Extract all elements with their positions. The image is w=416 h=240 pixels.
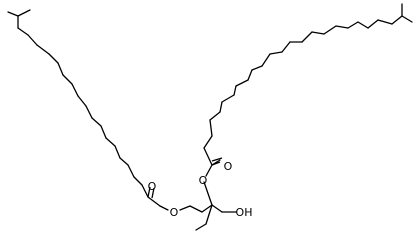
right-isopropyl-methyl-bond-b <box>401 15 413 23</box>
left-alkyl-chain-bond <box>100 125 107 139</box>
right-carbonyl-double-bond <box>211 161 221 166</box>
left-alkyl-chain-bond <box>105 137 116 147</box>
left-alkyl-chain-bond <box>119 157 129 166</box>
left-ester-bond <box>159 205 169 211</box>
right-alkyl-chain-bond <box>269 51 283 55</box>
left-isopropyl-methyl-bond <box>17 9 31 17</box>
left-ester-to-core-bond <box>189 205 203 213</box>
hydroxyl-label: OH <box>236 206 253 219</box>
right-alkyl-chain-bond <box>247 69 253 81</box>
structure-canvas: O O O O OH <box>7 3 413 231</box>
left-alkyl-chain-bond <box>17 27 29 36</box>
right-alkyl-chain-bond <box>323 25 337 35</box>
right-carbonyl-double-bond-2 <box>211 157 223 162</box>
left-alkyl-chain-bond <box>133 176 143 186</box>
carbonyl-oxygen-right-label: O <box>224 160 233 173</box>
left-alkyl-chain-bond <box>91 117 102 127</box>
right-alkyl-chain-bond <box>335 25 349 29</box>
right-ester-bond <box>205 164 213 177</box>
left-alkyl-chain-bond <box>85 105 93 119</box>
left-alkyl-chain-bond <box>57 62 64 76</box>
left-alkyl-chain-bond <box>62 74 73 85</box>
right-alkyl-chain-bond <box>391 15 403 25</box>
left-carbonyl-double-bond <box>147 186 151 198</box>
left-alkyl-chain-bond <box>114 145 121 159</box>
left-alkyl-chain-bond <box>7 11 19 17</box>
atom-labels: O O O O OH <box>148 160 253 219</box>
right-alkyl-chain-bond <box>261 53 271 67</box>
left-carbonyl-double-bond-2 <box>151 187 155 199</box>
left-alkyl-chain-bond <box>36 44 50 55</box>
left-alkyl-chain-bond <box>141 184 149 198</box>
core-ethyl-bond <box>195 223 207 231</box>
bond-lines <box>7 3 413 231</box>
right-alkyl-chain-bond <box>347 21 359 29</box>
right-alkyl-chain-bond <box>301 31 313 43</box>
right-alkyl-chain-bond <box>235 79 249 87</box>
right-alkyl-chain-bond <box>203 147 213 166</box>
carbonyl-oxygen-left-label: O <box>148 180 157 193</box>
molecule-diagram: O O O O OH <box>7 3 413 231</box>
right-alkyl-chain-bond <box>377 19 393 25</box>
left-alkyl-chain-bond <box>71 83 79 97</box>
ester-oxygen-left-label: O <box>170 206 179 219</box>
left-alkyl-chain-bond <box>77 95 87 107</box>
right-alkyl-chain-bond <box>221 94 235 103</box>
left-alkyl-chain-bond <box>127 164 135 178</box>
right-alkyl-chain-bond <box>281 41 291 53</box>
left-ester-to-core-bond <box>179 205 191 211</box>
right-alkyl-chain-bond <box>219 101 223 113</box>
right-alkyl-chain-bond <box>233 85 237 96</box>
core-ethyl-bond <box>205 204 213 225</box>
left-ester-bond <box>147 196 161 207</box>
right-alkyl-chain-bond <box>203 135 213 149</box>
ester-oxygen-right-label: O <box>199 174 208 187</box>
right-alkyl-chain-bond <box>251 65 263 71</box>
core-to-right-ester-bond <box>203 181 213 206</box>
right-alkyl-chain-bond <box>209 111 221 121</box>
left-alkyl-chain-bond <box>27 34 38 46</box>
core-hydroxymethyl-bond <box>211 204 223 213</box>
right-alkyl-chain-bond <box>311 31 325 35</box>
core-bond <box>201 204 213 213</box>
right-alkyl-chain-bond <box>367 19 379 29</box>
left-alkyl-chain-bond <box>48 53 59 64</box>
right-alkyl-chain-bond <box>357 21 369 29</box>
right-alkyl-chain-bond <box>209 119 213 137</box>
